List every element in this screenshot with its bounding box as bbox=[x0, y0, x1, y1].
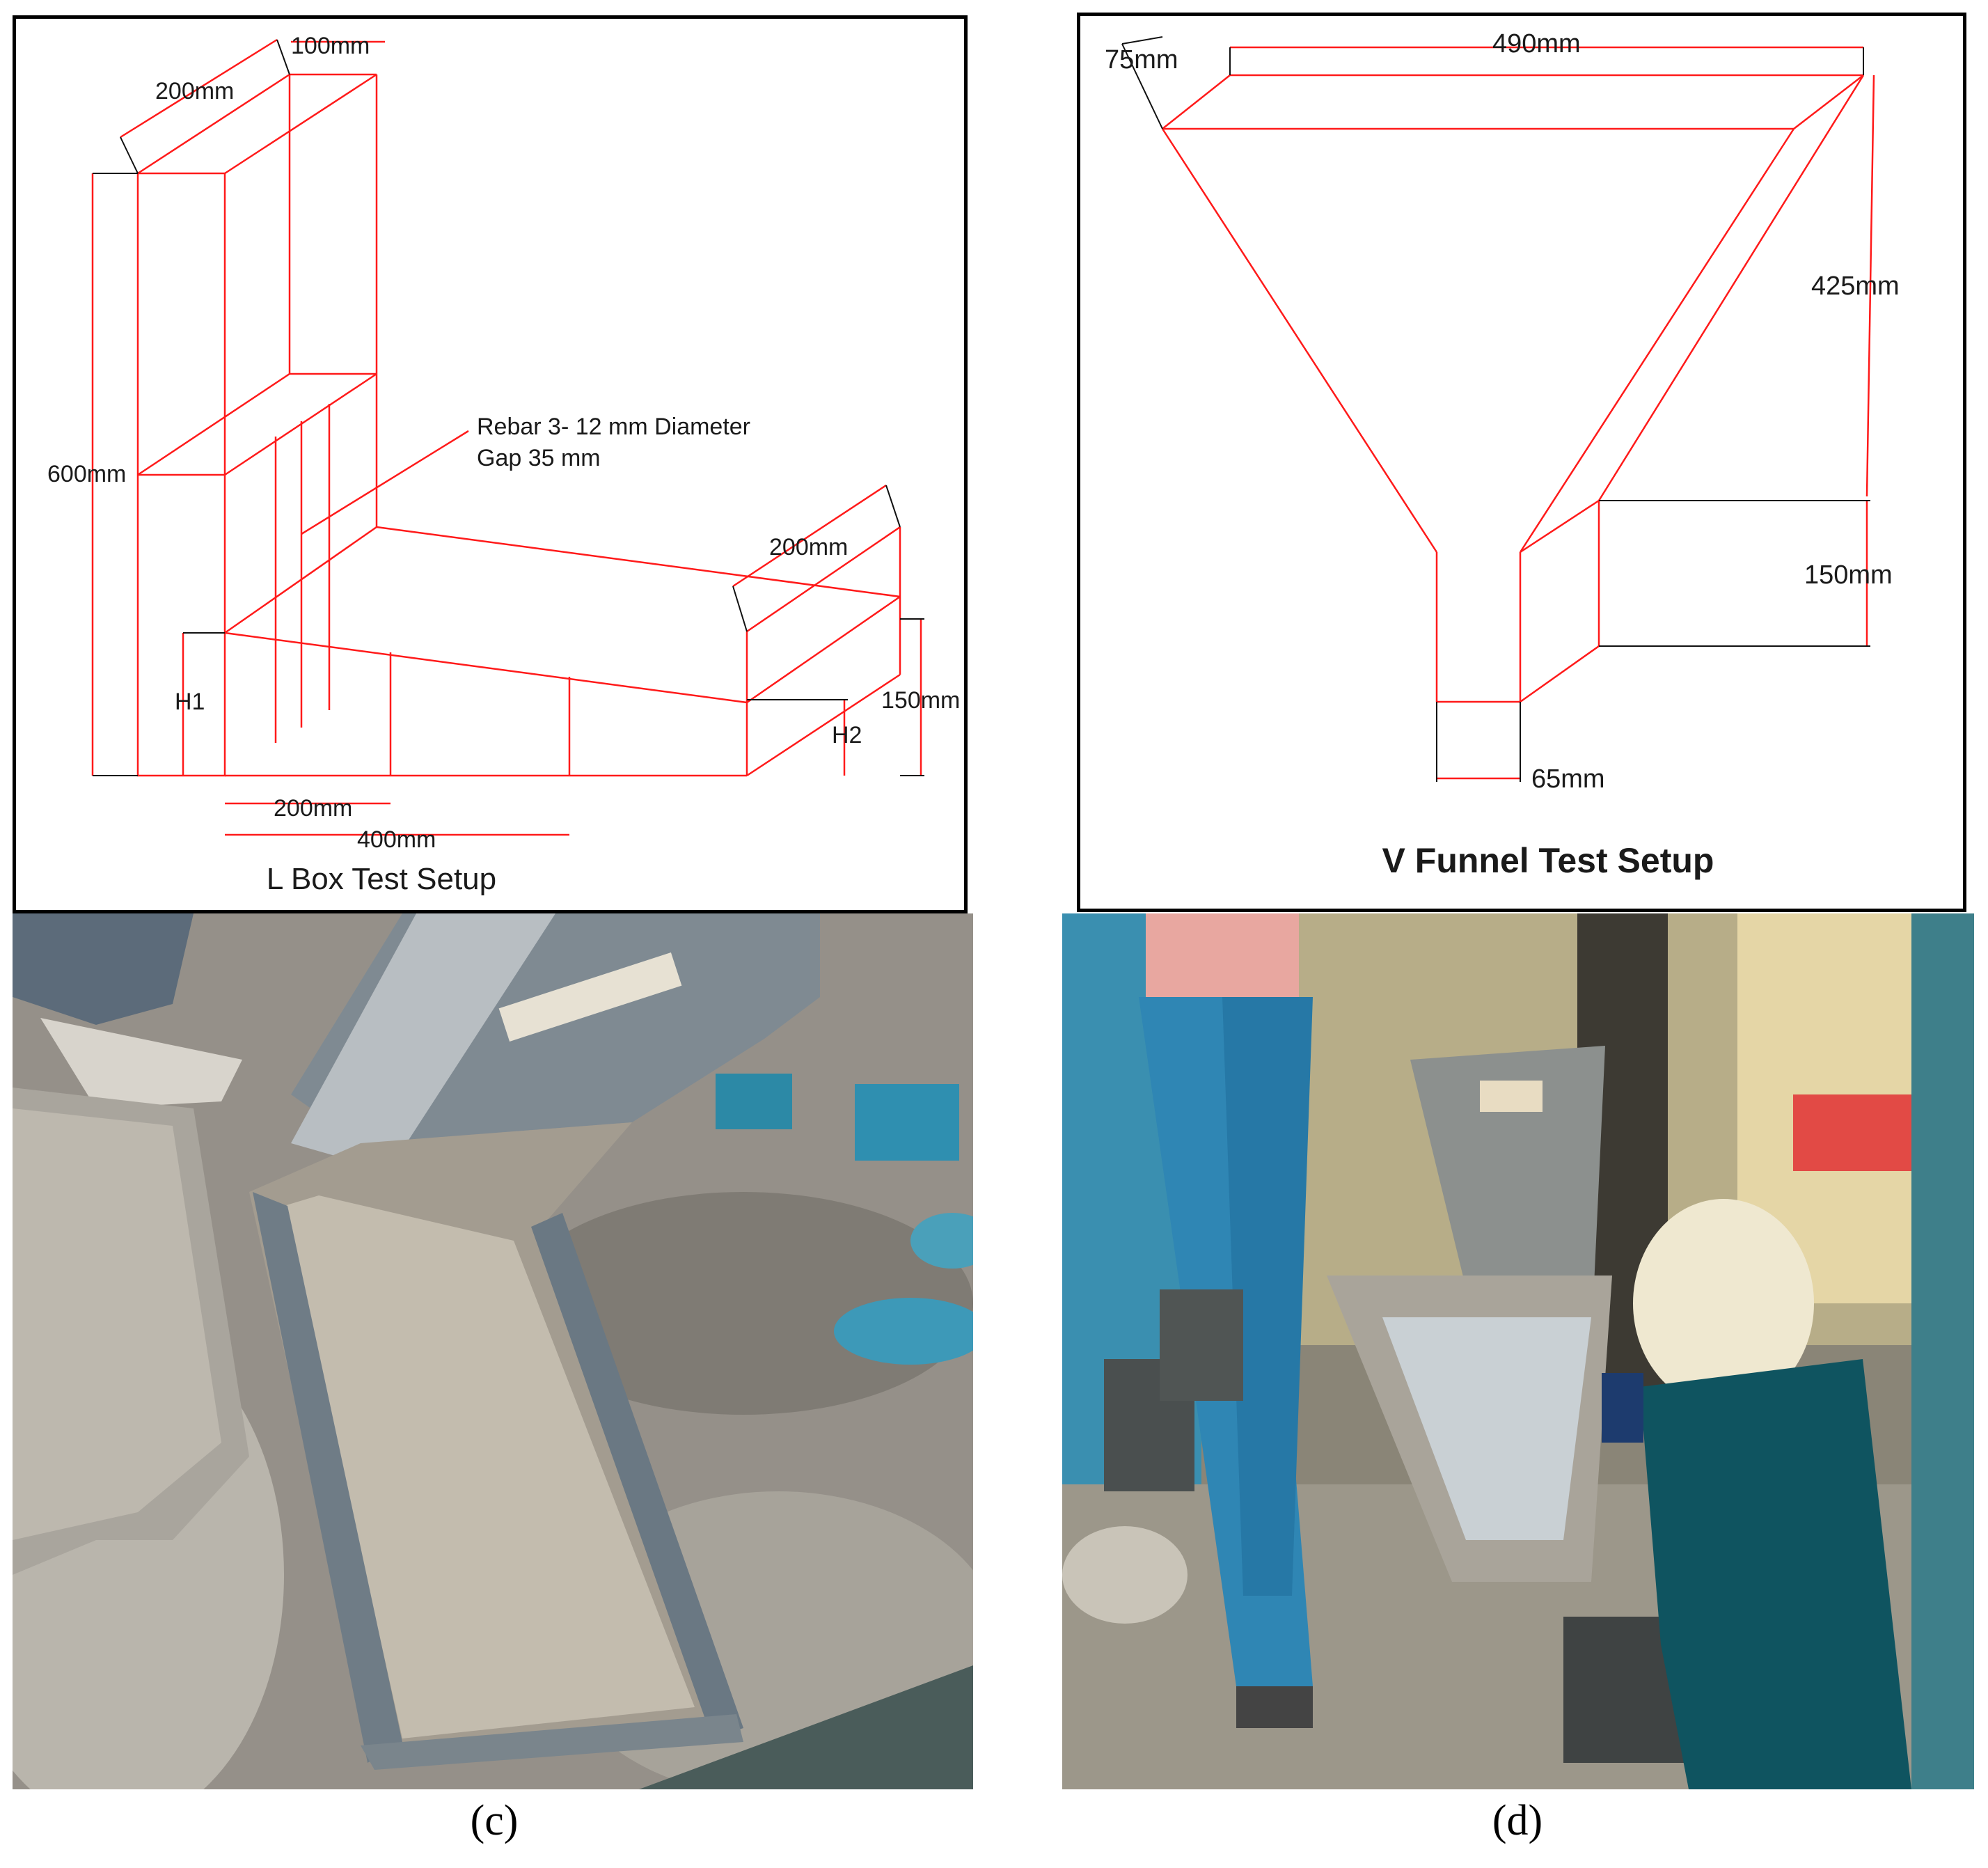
lbox-dim-100: 100mm bbox=[291, 33, 370, 59]
lbox-dim-150: 150mm bbox=[881, 687, 960, 714]
lbox-dim-200-top: 200mm bbox=[155, 78, 234, 104]
lbox-drawing: 100mm 200mm 600mm Rebar 3- 12 mm Diamete… bbox=[47, 33, 960, 896]
lbox-diagram-panel: 100mm 200mm 600mm Rebar 3- 12 mm Diamete… bbox=[13, 15, 968, 913]
lbox-dim-h2: H2 bbox=[832, 722, 862, 748]
lbox-rebar-note-1: Rebar 3- 12 mm Diameter bbox=[477, 414, 750, 440]
caption-d: (d) bbox=[1492, 1797, 1543, 1844]
vfunnel-diagram-panel: 75mm 490mm 425mm 150mm 65mm V Funnel Tes… bbox=[1077, 13, 1966, 912]
vfunnel-title: V Funnel Test Setup bbox=[1382, 841, 1714, 880]
vfunnel-drawing: 75mm 490mm 425mm 150mm 65mm V Funnel Tes… bbox=[1105, 29, 1900, 880]
caption-c: (c) bbox=[470, 1797, 519, 1844]
vfunnel-dim-75: 75mm bbox=[1105, 45, 1178, 74]
vfunnel-dim-425: 425mm bbox=[1811, 272, 1900, 301]
lbox-dim-h1: H1 bbox=[175, 689, 205, 715]
vfunnel-dim-490: 490mm bbox=[1492, 29, 1581, 58]
lbox-dim-600: 600mm bbox=[47, 461, 126, 487]
lbox-dim-400: 400mm bbox=[357, 826, 436, 853]
lbox-rebar-note-2: Gap 35 mm bbox=[477, 445, 601, 471]
vfunnel-dim-65: 65mm bbox=[1531, 764, 1605, 794]
lbox-dim-200-end: 200mm bbox=[769, 534, 848, 560]
lbox-dim-200-bottom: 200mm bbox=[274, 795, 352, 822]
lbox-title: L Box Test Setup bbox=[267, 862, 496, 896]
vfunnel-photo bbox=[1062, 913, 1974, 1789]
vfunnel-dim-150: 150mm bbox=[1804, 560, 1893, 590]
lbox-photo bbox=[13, 913, 973, 1789]
